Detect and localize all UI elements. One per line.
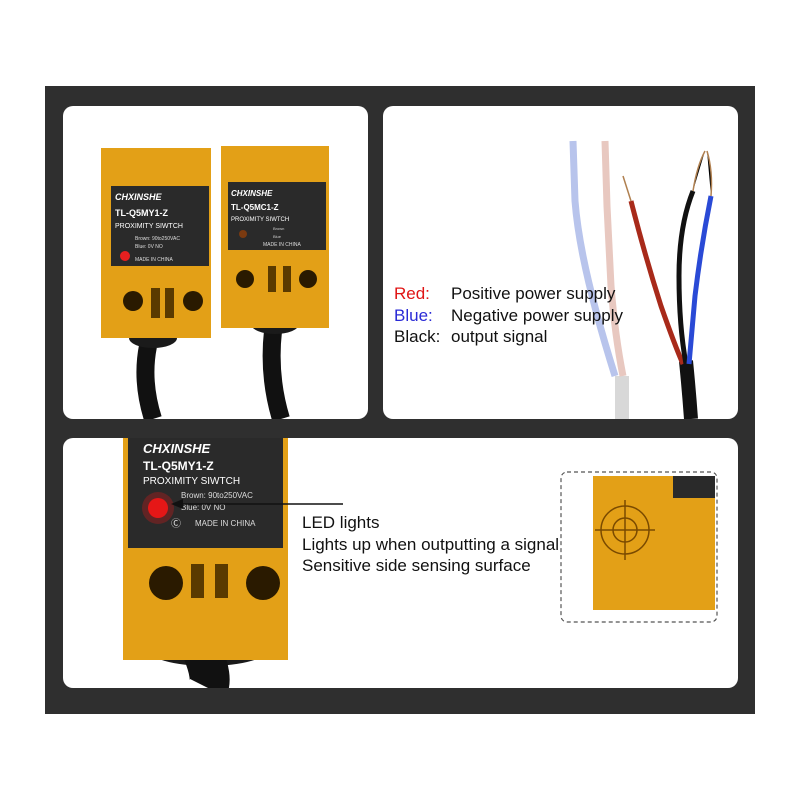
zoom-sensor-made: MADE IN CHINA [195, 519, 256, 528]
legend-black-row: Black: output signal [394, 326, 623, 348]
zoom-sensor-spec-blue: Blue: 0V NO [181, 503, 225, 512]
legend-black-text: output signal [451, 327, 548, 346]
right-sensor-spec-blue: Blue [273, 234, 282, 239]
legend-red-key: Red: [394, 284, 430, 303]
left-sensor-type: PROXIMITY SIWTCH [115, 223, 183, 230]
legend-blue-key: Blue: [394, 305, 433, 325]
zoom-sensor-type: PROXIMITY SIWTCH [143, 476, 240, 487]
legend-blue-row: Blue: Negative power supply [394, 305, 623, 327]
left-sensor-made: MADE IN CHINA [135, 257, 173, 263]
zoom-sensor-model: TL-Q5MY1-Z [143, 459, 214, 473]
legend-blue-text: Negative power supply [451, 305, 623, 325]
callout-line-3: Sensitive side sensing surface [302, 556, 531, 575]
led-callout-text: LED lights Lights up when outputting a s… [302, 512, 559, 577]
svg-text:Ⓒ: Ⓒ [171, 518, 181, 530]
left-sensor-spec-brown: Brown: 90to250VAC [135, 236, 180, 242]
led-detail-panel: CHXINSHE TL-Q5MY1-Z PROXIMITY SIWTCH Bro… [63, 438, 738, 688]
sensors-photo: CHXINSHE TL-Q5MY1-Z PROXIMITY SIWTCH Bro… [101, 146, 329, 419]
right-sensor-brand: CHXINSHE [231, 189, 273, 198]
callout-line-1: LED lights [302, 513, 380, 532]
right-sensor-spec-brown: Brown [273, 226, 284, 231]
led-detail-photo: CHXINSHE TL-Q5MY1-Z PROXIMITY SIWTCH Bro… [123, 438, 718, 688]
right-sensor-model: TL-Q5MC1-Z [231, 203, 279, 212]
zoom-sensor-brand: CHXINSHE [143, 441, 211, 456]
left-sensor-model: TL-Q5MY1-Z [115, 208, 169, 218]
right-sensor-type: PROXIMITY SIWTCH [231, 217, 289, 223]
sensors-photo-panel: CHXINSHE TL-Q5MY1-Z PROXIMITY SIWTCH Bro… [63, 106, 368, 419]
wires-photo [569, 140, 714, 419]
wire-color-legend: Red: Positive power supply Blue: Negative … [394, 283, 623, 348]
wires-panel [383, 106, 738, 419]
legend-black-key: Black: [394, 327, 441, 346]
legend-red-text: Positive power supply [451, 284, 616, 303]
left-sensor-spec-blue: Blue: 0V NO [135, 244, 163, 250]
right-sensor-made: MADE IN CHINA [263, 242, 301, 248]
callout-line-2: Lights up when outputting a signal [302, 534, 560, 554]
zoom-sensor-spec-brown: Brown: 90to250VAC [181, 491, 253, 500]
left-sensor-brand: CHXINSHE [115, 192, 163, 202]
legend-red-row: Red: Positive power supply [394, 283, 623, 305]
